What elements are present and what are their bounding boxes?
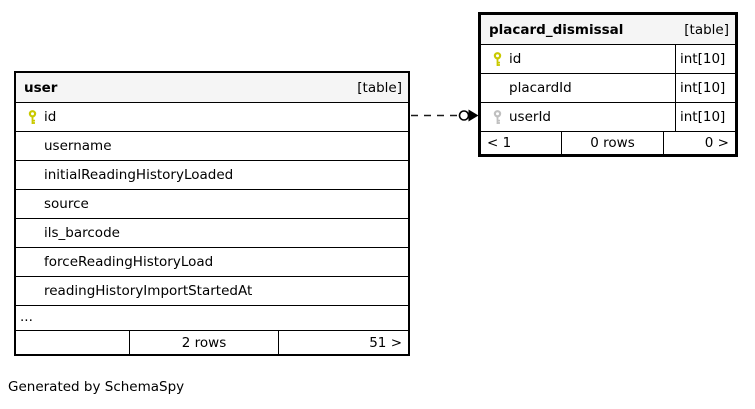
arrowhead-icon [468, 109, 479, 122]
open-circle-endpoint [458, 110, 470, 121]
column-row: id [16, 102, 408, 131]
table-type-badge: [table] [357, 79, 402, 96]
column-name: id [509, 51, 522, 67]
table-placard-dismissal-rows: id int[10] placardId int[10] userId int[10] [481, 44, 735, 131]
footer-rowcount: 2 rows [129, 331, 278, 354]
column-row: placardId int[10] [481, 73, 735, 102]
ellipsis-row: ... [16, 305, 408, 330]
column-type: int[10] [675, 45, 735, 73]
column-row: forceReadingHistoryLoad [16, 247, 408, 276]
table-placard-dismissal-footer: < 1 0 rows 0 > [481, 131, 735, 154]
generator-credit: Generated by SchemaSpy [8, 379, 185, 395]
column-row: username [16, 131, 408, 160]
footer-parents: < 1 [487, 135, 512, 151]
column-name: source [44, 196, 89, 212]
table-user-header[interactable]: user [table] [16, 73, 408, 102]
column-name: username [44, 138, 112, 154]
column-row: ils_barcode [16, 218, 408, 247]
table-user: user [table] id username initialReadingHis… [14, 71, 410, 356]
relationship-connector [411, 109, 479, 122]
footer-children: 51 > [278, 331, 408, 354]
column-row: userId int[10] [481, 102, 735, 131]
column-type: int[10] [675, 74, 735, 102]
table-name: user [24, 79, 58, 96]
column-name: readingHistoryImportStartedAt [44, 283, 253, 299]
column-name: userId [509, 109, 551, 125]
column-name: initialReadingHistoryLoaded [44, 167, 234, 183]
table-name: placard_dismissal [489, 21, 624, 38]
primary-key-icon [28, 109, 44, 125]
table-placard-dismissal-header[interactable]: placard_dismissal [table] [481, 15, 735, 44]
primary-key-icon [493, 51, 509, 67]
foreign-key-icon [493, 109, 509, 125]
column-row: initialReadingHistoryLoaded [16, 160, 408, 189]
column-name: id [44, 109, 57, 125]
footer-children: 0 > [663, 132, 735, 154]
column-row: source [16, 189, 408, 218]
footer-parents [16, 331, 129, 354]
column-row: id int[10] [481, 44, 735, 73]
column-name: ils_barcode [44, 225, 120, 241]
table-user-rows: id username initialReadingHistoryLoaded sou… [16, 102, 408, 305]
column-row: readingHistoryImportStartedAt [16, 276, 408, 305]
column-name: forceReadingHistoryLoad [44, 254, 214, 270]
table-type-badge: [table] [684, 21, 729, 38]
footer-rowcount: 0 rows [561, 132, 663, 154]
column-type: int[10] [675, 103, 735, 131]
table-user-footer: 2 rows 51 > [16, 330, 408, 354]
column-name: placardId [509, 80, 572, 96]
